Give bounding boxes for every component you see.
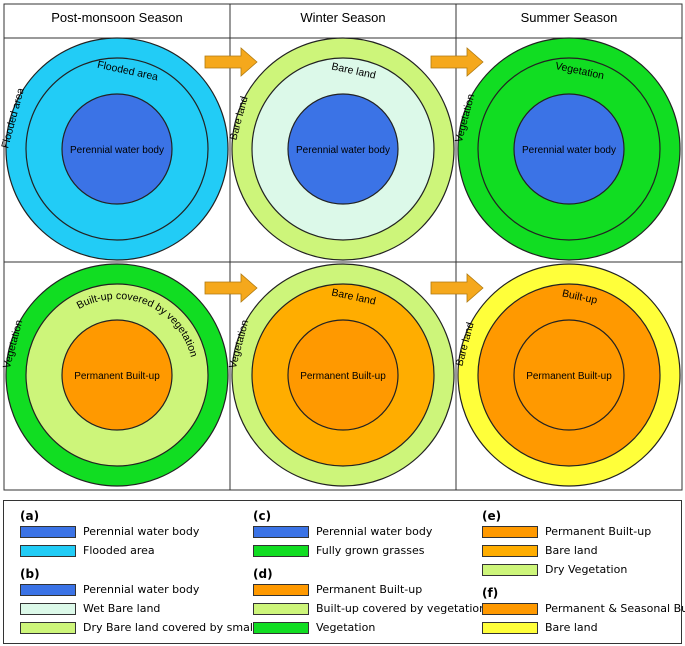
legend-label: Fully grown grasses xyxy=(316,544,425,557)
legend-swatch xyxy=(20,622,76,634)
legend-group-title: (d) xyxy=(253,567,273,581)
season-header: Post-monsoon Season xyxy=(51,10,183,25)
legend-swatch xyxy=(253,622,309,634)
transition-arrow-icon xyxy=(204,273,258,303)
legend-label: Perennial water body xyxy=(83,525,200,538)
legend-swatch xyxy=(482,545,538,557)
legend-label: Dry Bare land covered by small grasses xyxy=(83,621,302,634)
season-header: Winter Season xyxy=(300,10,385,25)
legend-swatch xyxy=(253,584,309,596)
ring-label-center: Permanent Built-up xyxy=(74,371,160,382)
legend-label: Permanent & Seasonal Built-up xyxy=(545,602,685,615)
ring-3 xyxy=(61,93,173,205)
season-header: Summer Season xyxy=(521,10,618,25)
season-headers: Post-monsoon Season Winter Season Summer S… xyxy=(51,10,617,25)
legend-swatch xyxy=(253,545,309,557)
legend-swatch xyxy=(20,526,76,538)
ring-label-center: Permanent Built-up xyxy=(300,371,386,382)
legend-group-title: (b) xyxy=(20,567,40,581)
legend-label: Built-up covered by vegetation xyxy=(316,602,487,615)
transition-arrow-icon xyxy=(430,47,484,77)
ring-label-center: Perennial water body xyxy=(296,145,390,156)
legend-group-title: (f) xyxy=(482,586,499,600)
ring-3 xyxy=(287,93,399,205)
transition-arrow-icon xyxy=(204,47,258,77)
legend-label: Perennial water body xyxy=(316,525,433,538)
legend-swatch xyxy=(20,603,76,615)
legend-label: Bare land xyxy=(545,544,598,557)
ring-3 xyxy=(513,319,625,431)
legend-swatch xyxy=(20,584,76,596)
ring-3 xyxy=(513,93,625,205)
legend-swatch xyxy=(482,622,538,634)
ring-label-center: Perennial water body xyxy=(70,145,164,156)
ring-3 xyxy=(61,319,173,431)
seasonal-transition-diagram: Post-monsoon Season Winter Season Summer S… xyxy=(0,3,683,491)
legend-swatch xyxy=(253,603,309,615)
grid-border xyxy=(3,3,683,491)
legend-label: Flooded area xyxy=(83,544,155,557)
legend-label: Bare land xyxy=(545,621,598,634)
legend-label: Permanent Built-up xyxy=(316,583,423,596)
transition-arrows xyxy=(204,47,484,303)
legend-label: Perennial water body xyxy=(83,583,200,596)
transition-arrow-icon xyxy=(430,273,484,303)
ring-label-center: Permanent Built-up xyxy=(526,371,612,382)
legend-group-title: (a) xyxy=(20,509,40,523)
legend-swatch xyxy=(253,526,309,538)
legend-swatch xyxy=(482,526,538,538)
ring-3 xyxy=(287,319,399,431)
legend-label: Dry Vegetation xyxy=(545,563,628,576)
legend-group-title: (e) xyxy=(482,509,502,523)
legend-swatch xyxy=(20,545,76,557)
legend-group-title: (c) xyxy=(253,509,272,523)
ring-label-center: Perennial water body xyxy=(522,145,616,156)
legend-label: Permanent Built-up xyxy=(545,525,652,538)
legend-label: Vegetation xyxy=(316,621,376,634)
legend-label: Wet Bare land xyxy=(83,602,161,615)
legend-swatch xyxy=(482,564,538,576)
legend-swatch xyxy=(482,603,538,615)
